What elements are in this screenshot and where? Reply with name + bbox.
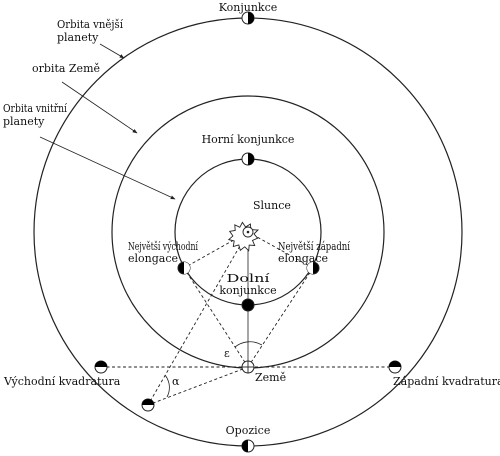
earth-orbit-label: orbita Země bbox=[32, 62, 100, 75]
western-quadrature-label: Západní kvadratura bbox=[393, 375, 500, 388]
sun-icon bbox=[227, 221, 260, 252]
opposition-planet-icon bbox=[241, 439, 255, 453]
eastern-elongation-planet-icon bbox=[177, 261, 191, 275]
elongation-angle-arc bbox=[234, 341, 263, 348]
earth-to-outer-planet-line bbox=[147, 366, 249, 406]
inferior-conjunction-planet-icon bbox=[241, 298, 255, 312]
eastern-quadrature-label: Východní kvadratura bbox=[3, 375, 121, 388]
opposition-label: Opozice bbox=[226, 424, 271, 437]
western-elongation-planet-icon bbox=[306, 261, 320, 275]
phase-angle-label: α bbox=[172, 375, 180, 388]
sun-to-western-elongation-line bbox=[247, 231, 314, 269]
earth-orbit-arrow bbox=[61, 81, 138, 134]
superior-conjunction-label: Horní konjunkce bbox=[202, 133, 295, 146]
western-quadrature-planet-icon bbox=[388, 360, 402, 374]
superior-conjunction-planet-icon bbox=[241, 152, 255, 166]
conjunction-label: Konjunkce bbox=[219, 1, 278, 14]
earth-label: Země bbox=[255, 371, 286, 384]
earth-icon bbox=[241, 360, 255, 374]
elongation-angle-label: ε bbox=[224, 347, 230, 360]
sun-to-outer-planet-line bbox=[147, 231, 249, 406]
eastern-quadrature-planet-icon bbox=[94, 360, 108, 374]
phase-angle-arc bbox=[164, 374, 170, 398]
outer-orbit-arrow bbox=[99, 43, 125, 59]
inner-orbit-arrow bbox=[39, 136, 176, 200]
conjunction-planet-icon bbox=[241, 11, 255, 25]
sun-label: Slunce bbox=[253, 199, 291, 212]
outer-planet-position-icon bbox=[141, 398, 155, 412]
